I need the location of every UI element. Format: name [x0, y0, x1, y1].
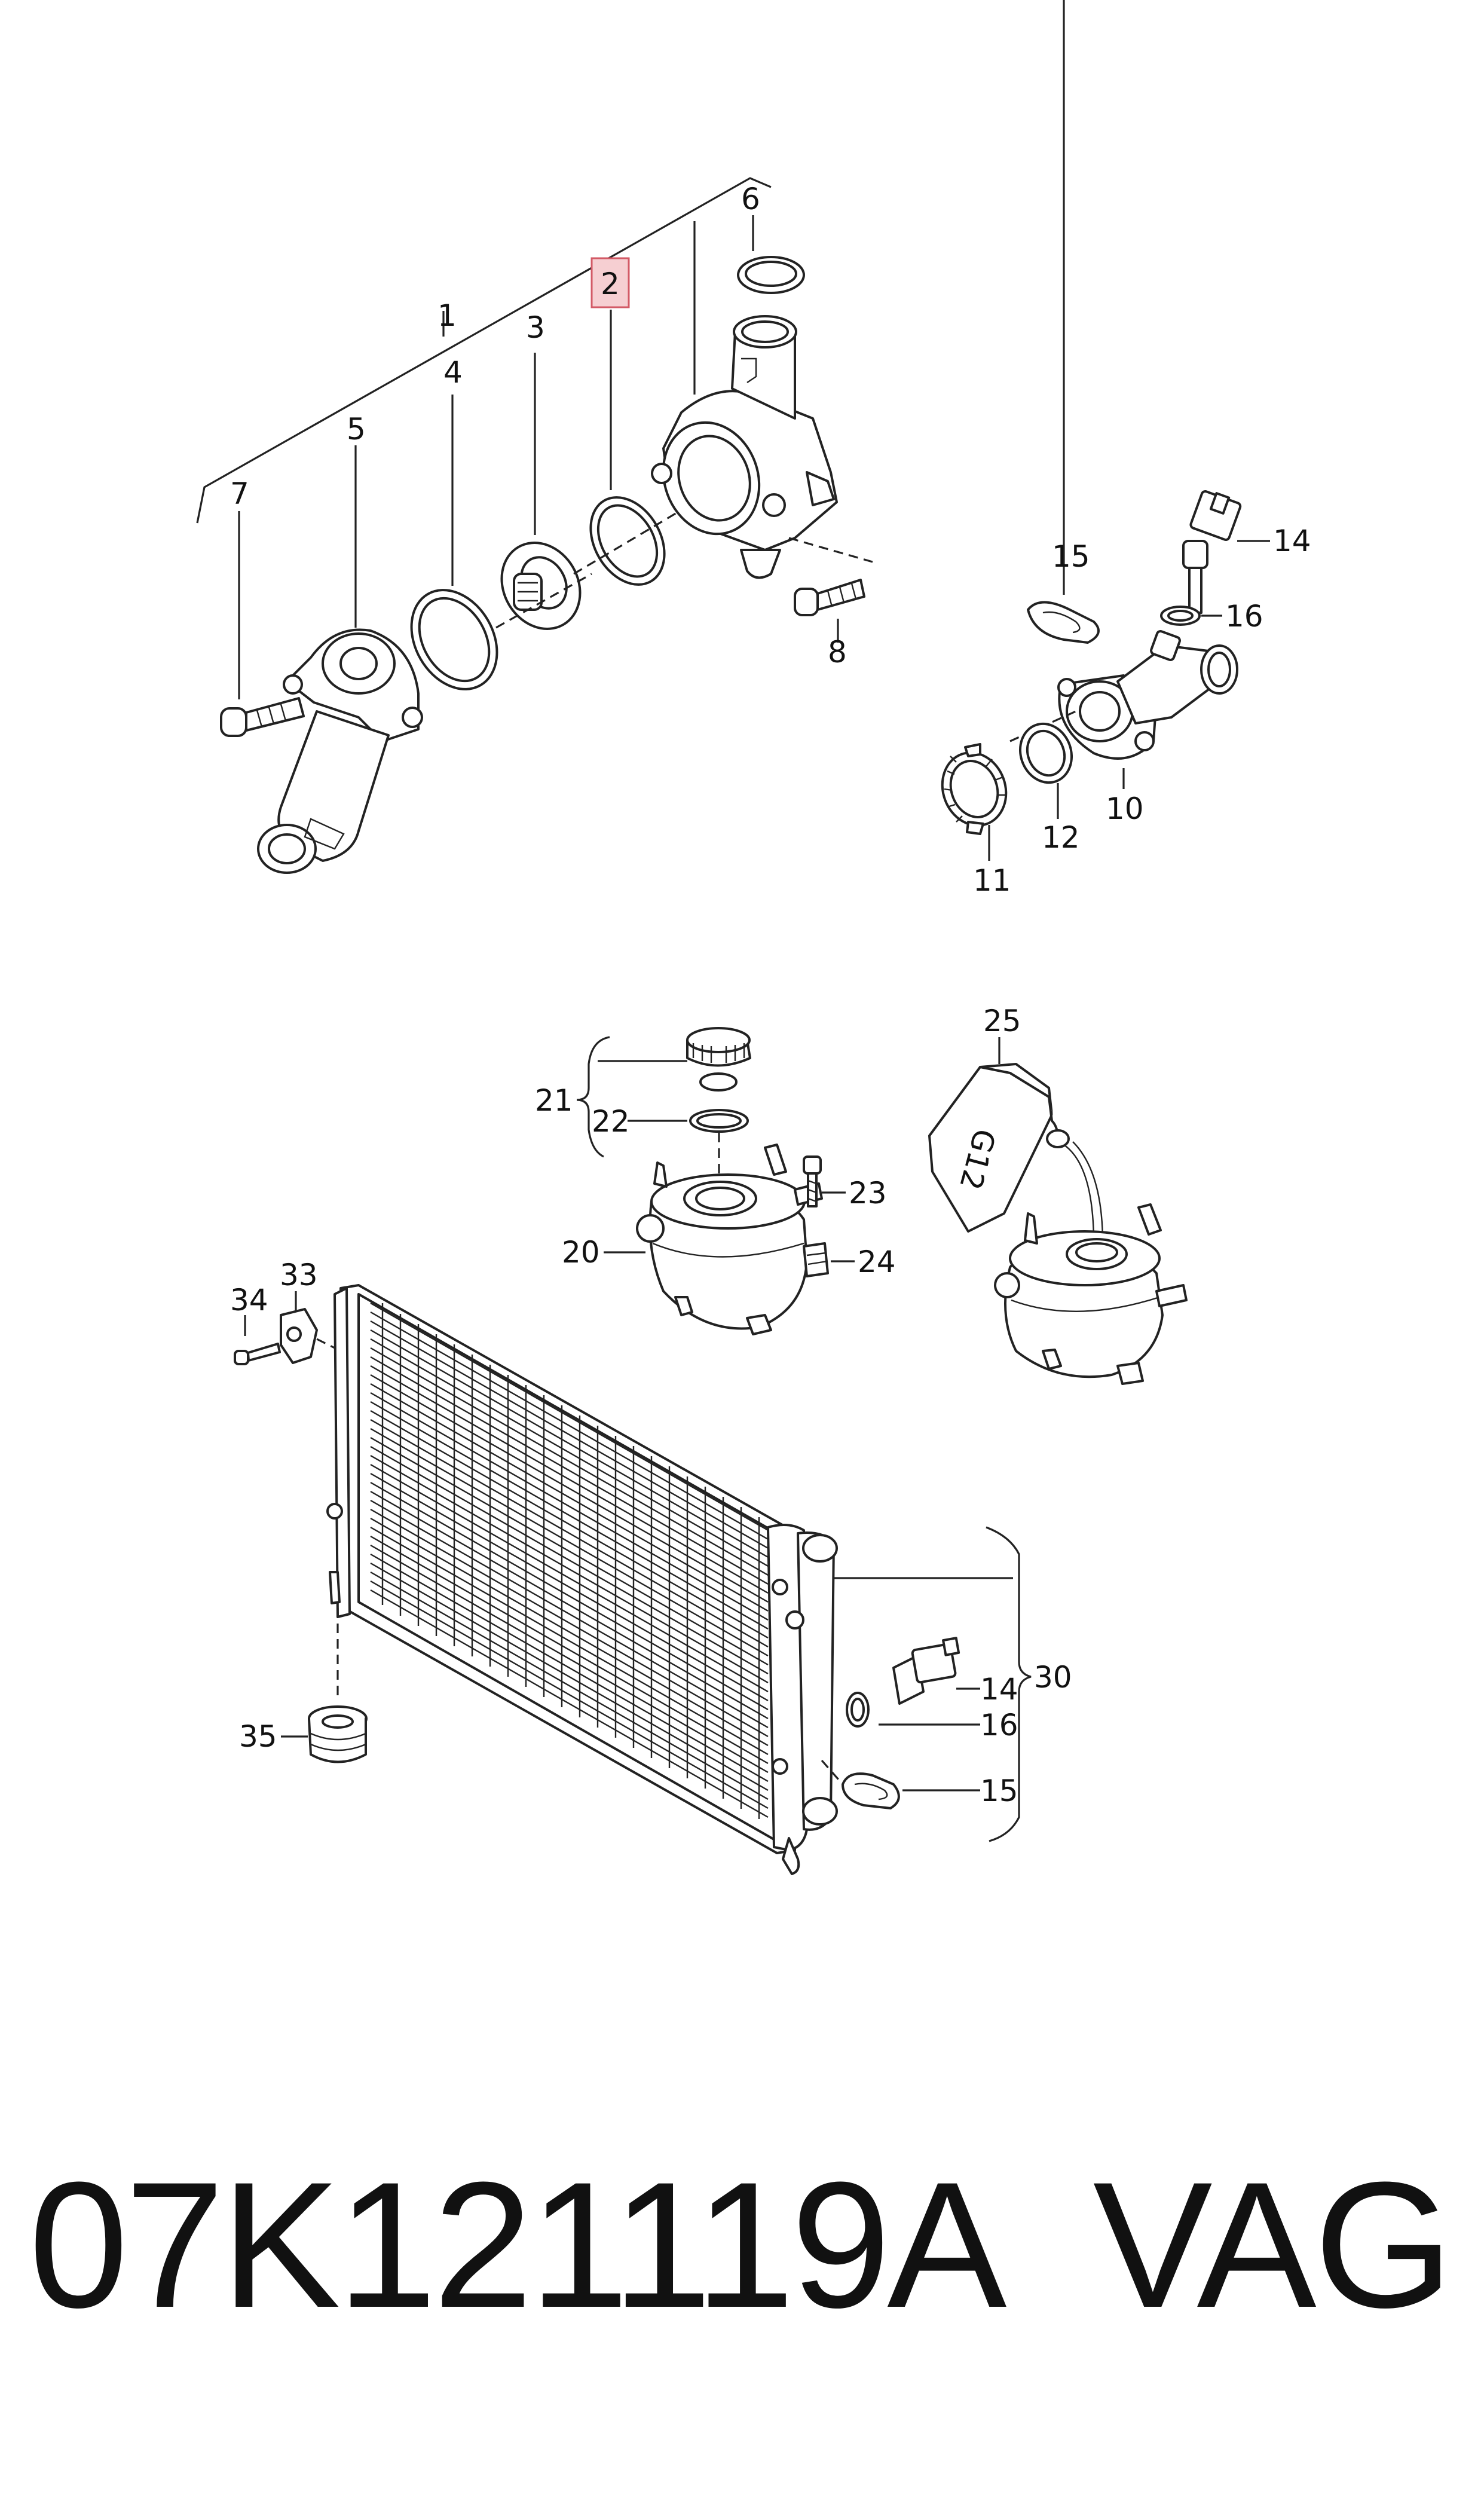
callout-10: 10	[1106, 791, 1144, 826]
callout-8: 8	[828, 635, 847, 669]
ring-16b	[846, 1692, 980, 1728]
callout-12: 12	[1042, 820, 1080, 855]
tank-20	[604, 1133, 823, 1335]
callout-16a: 16	[1225, 599, 1263, 634]
bracket-1	[196, 177, 772, 524]
callout-14b: 14	[980, 1672, 1018, 1707]
clip-nut-24	[803, 1242, 855, 1277]
callout-14a: 14	[1273, 524, 1311, 558]
thermostat-3	[495, 353, 592, 630]
o-ring-22	[628, 1109, 749, 1133]
callout-15a: 15	[1052, 539, 1090, 574]
cap-21	[598, 1027, 751, 1092]
bolt-8	[794, 579, 865, 643]
footer: 07K121119A VAG	[0, 2146, 1484, 2343]
flange-10	[1009, 630, 1238, 789]
callout-1: 1	[437, 298, 457, 333]
o-ring-4	[410, 395, 498, 690]
clip-15a	[1027, 0, 1100, 644]
callout-7: 7	[230, 476, 249, 511]
bolt-34	[234, 1315, 281, 1365]
callout-30: 30	[1034, 1660, 1072, 1695]
tank-filled	[994, 1203, 1188, 1385]
callout-16b: 16	[980, 1708, 1018, 1742]
coolant-flange	[651, 221, 873, 579]
callout-35: 35	[239, 1719, 277, 1754]
brand-name: VAG	[1093, 2144, 1454, 2345]
bracket-30	[986, 1526, 1032, 1842]
callout-33: 33	[280, 1258, 318, 1292]
callout-2-highlight	[590, 257, 630, 308]
callout-4: 4	[443, 355, 463, 390]
part-number: 07K121119A	[29, 2144, 1006, 2345]
screw-7	[220, 511, 305, 737]
ring-6	[737, 215, 805, 294]
o-ring-12	[1018, 722, 1073, 819]
callout-15b: 15	[980, 1774, 1018, 1808]
callout-3: 3	[526, 310, 545, 345]
callout-24: 24	[858, 1245, 896, 1279]
coolant-bottle-group: G12	[928, 1037, 1188, 1385]
clip-15b	[821, 1759, 980, 1809]
sender-14b	[892, 1637, 980, 1705]
bracket-21	[576, 1036, 610, 1158]
connection-flange-group	[941, 0, 1270, 861]
housing-5	[257, 445, 423, 874]
callout-23: 23	[849, 1176, 887, 1210]
locking-ring-11	[941, 743, 1008, 861]
callout-34: 34	[230, 1283, 268, 1317]
thermostat-assembly	[196, 177, 873, 874]
ring-16a	[1160, 606, 1222, 626]
rubber-mount-35	[281, 1705, 368, 1763]
callout-6: 6	[741, 182, 760, 216]
screw-23	[803, 1155, 846, 1207]
expansion-tank-group	[576, 1027, 855, 1335]
callout-22: 22	[592, 1104, 630, 1139]
radiator-core	[326, 1284, 838, 1875]
radiator-group	[234, 1284, 1032, 1875]
callout-11: 11	[973, 863, 1011, 898]
callout-21: 21	[535, 1083, 573, 1118]
callout-labels: 1 2 3 4 5 6 7 8 10 11 12 14 15 16 20 21 …	[230, 182, 1311, 1808]
callout-5: 5	[347, 412, 366, 447]
bracket-33	[280, 1291, 335, 1364]
callout-20: 20	[562, 1235, 600, 1270]
coolant-bottle-25: G12	[928, 1063, 1104, 1244]
callout-25: 25	[983, 1004, 1021, 1038]
callout-2: 2	[601, 267, 620, 301]
sender-14a	[1182, 490, 1270, 614]
